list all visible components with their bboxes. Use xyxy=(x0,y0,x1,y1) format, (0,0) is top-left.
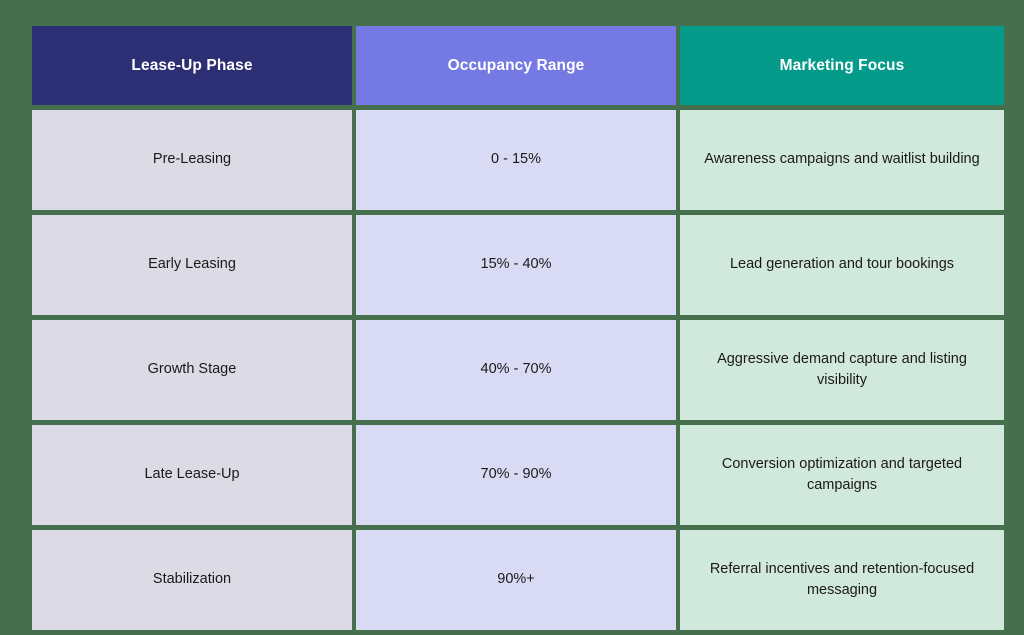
cell-lease-up-phase: Growth Stage xyxy=(32,320,352,420)
cell-occupancy-range: 0 - 15% xyxy=(356,110,676,210)
column-header-marketing-focus: Marketing Focus xyxy=(680,26,1004,105)
cell-occupancy-range: 90%+ xyxy=(356,530,676,630)
cell-marketing-focus: Awareness campaigns and waitlist buildin… xyxy=(680,110,1004,210)
cell-lease-up-phase: Stabilization xyxy=(32,530,352,630)
cell-marketing-focus: Conversion optimization and targeted cam… xyxy=(680,425,1004,525)
cell-occupancy-range: 15% - 40% xyxy=(356,215,676,315)
table-row: Late Lease-Up 70% - 90% Conversion optim… xyxy=(32,425,1004,525)
table-row: Early Leasing 15% - 40% Lead generation … xyxy=(32,215,1004,315)
table-header: Lease-Up Phase Occupancy Range Marketing… xyxy=(32,26,1004,105)
column-header-lease-up-phase: Lease-Up Phase xyxy=(32,26,352,105)
cell-occupancy-range: 70% - 90% xyxy=(356,425,676,525)
column-header-occupancy-range: Occupancy Range xyxy=(356,26,676,105)
lease-up-phase-table-container: Lease-Up Phase Occupancy Range Marketing… xyxy=(32,26,1004,630)
cell-lease-up-phase: Late Lease-Up xyxy=(32,425,352,525)
table-header-row: Lease-Up Phase Occupancy Range Marketing… xyxy=(32,26,1004,105)
cell-marketing-focus: Referral incentives and retention-focuse… xyxy=(680,530,1004,630)
cell-lease-up-phase: Pre-Leasing xyxy=(32,110,352,210)
cell-marketing-focus: Lead generation and tour bookings xyxy=(680,215,1004,315)
cell-lease-up-phase: Early Leasing xyxy=(32,215,352,315)
table-row: Stabilization 90%+ Referral incentives a… xyxy=(32,530,1004,630)
table-row: Growth Stage 40% - 70% Aggressive demand… xyxy=(32,320,1004,420)
table-body: Pre-Leasing 0 - 15% Awareness campaigns … xyxy=(32,110,1004,630)
cell-marketing-focus: Aggressive demand capture and listing vi… xyxy=(680,320,1004,420)
cell-occupancy-range: 40% - 70% xyxy=(356,320,676,420)
table-row: Pre-Leasing 0 - 15% Awareness campaigns … xyxy=(32,110,1004,210)
lease-up-phase-table: Lease-Up Phase Occupancy Range Marketing… xyxy=(28,21,1008,635)
